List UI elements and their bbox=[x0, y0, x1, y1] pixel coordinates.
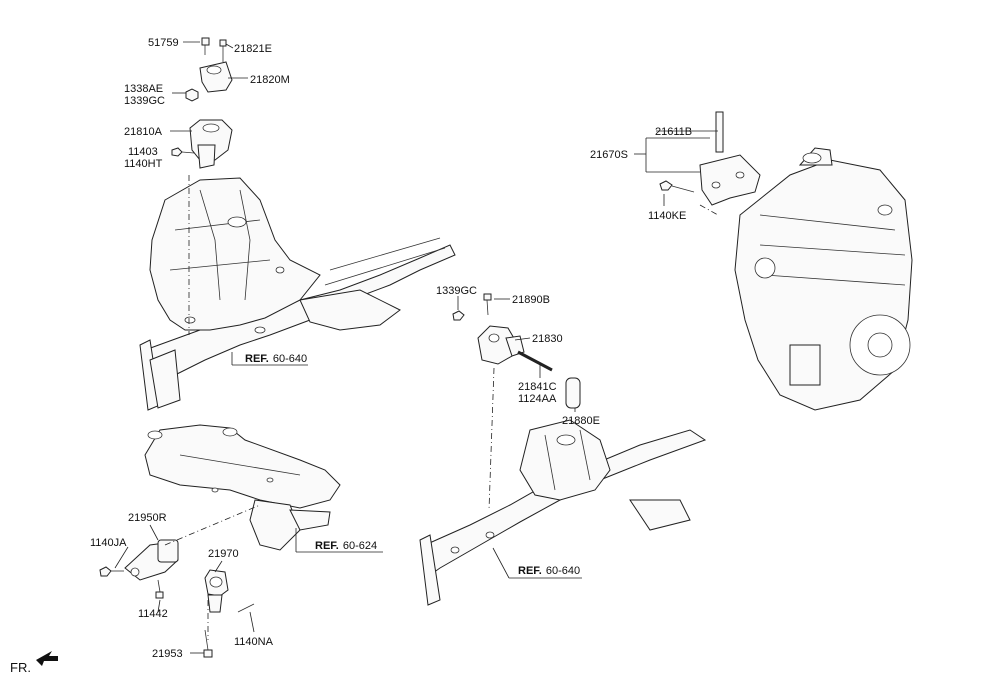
transmission-mount-21830 bbox=[477, 325, 525, 365]
label-21821E: 21821E bbox=[234, 43, 272, 55]
bolt-1140NA bbox=[237, 603, 255, 613]
engine-bracket-21670S bbox=[699, 154, 761, 206]
label-21953: 21953 bbox=[152, 648, 183, 660]
label-21830: 21830 bbox=[532, 333, 563, 345]
engine-assembly bbox=[734, 147, 913, 411]
bolt-21841C bbox=[517, 350, 553, 372]
bolt-1339GC bbox=[452, 310, 465, 321]
ref-prefix: REF. bbox=[315, 540, 339, 552]
label-1140KE: 1140KE bbox=[648, 210, 686, 222]
label-21841C: 21841C bbox=[518, 381, 557, 393]
assembly-centerlines bbox=[164, 175, 719, 640]
stud-21611B bbox=[715, 111, 724, 153]
label-1140NA: 1140NA bbox=[234, 636, 274, 648]
cap-21880E bbox=[565, 377, 581, 409]
bolt-11403 bbox=[171, 147, 195, 157]
label-1339GC-lower: 1339GC bbox=[436, 285, 477, 297]
bolt-51759 bbox=[201, 37, 210, 55]
label-1140JA: 1140JA bbox=[90, 537, 127, 549]
ref-code: 60-624 bbox=[343, 540, 377, 552]
right-front-side-member bbox=[419, 419, 707, 606]
bolt-1140KE bbox=[659, 180, 695, 193]
front-direction-label: FR. bbox=[10, 660, 31, 675]
ref-label-60-624[interactable]: REF. 60-624 bbox=[315, 540, 377, 552]
label-21950R: 21950R bbox=[128, 512, 167, 524]
label-1338AE: 1338AE bbox=[124, 83, 163, 95]
label-21890B: 21890B bbox=[512, 294, 550, 306]
label-21880E: 21880E bbox=[562, 415, 600, 427]
bolt-11442 bbox=[155, 579, 164, 599]
label-21611B: 21611B bbox=[655, 126, 692, 138]
bolt-21821E bbox=[219, 39, 227, 62]
label-21810A: 21810A bbox=[124, 126, 163, 138]
front-direction-arrow-icon bbox=[36, 651, 58, 666]
label-1140HT: 1140HT bbox=[124, 158, 163, 170]
roll-rod-21970 bbox=[204, 569, 229, 613]
label-1339GC-upper: 1339GC bbox=[124, 95, 165, 107]
ref-code: 60-640 bbox=[546, 565, 580, 577]
bolt-21953 bbox=[203, 629, 213, 658]
ref-label-60-640-upper[interactable]: REF. 60-640 bbox=[245, 353, 307, 365]
ref-prefix: REF. bbox=[518, 565, 542, 577]
bolt-21890B bbox=[483, 293, 492, 316]
ref-prefix: REF. bbox=[245, 353, 269, 365]
roll-rod-bracket-21950R bbox=[124, 539, 179, 581]
label-11403: 11403 bbox=[128, 146, 158, 158]
label-11442: 11442 bbox=[138, 608, 168, 620]
bolt-1140JA bbox=[99, 566, 124, 577]
label-21970: 21970 bbox=[208, 548, 239, 560]
engine-mount-bracket-21820M bbox=[199, 61, 233, 93]
label-21820M: 21820M bbox=[250, 74, 290, 86]
engine-mount-insulator-21810A bbox=[189, 119, 233, 169]
left-front-side-member bbox=[139, 177, 456, 411]
label-1124AA: 1124AA bbox=[518, 393, 557, 405]
label-21670S: 21670S bbox=[590, 149, 628, 161]
nut-1338AE bbox=[185, 88, 199, 102]
ref-label-60-640-lower[interactable]: REF. 60-640 bbox=[518, 565, 580, 577]
ref-code: 60-640 bbox=[273, 353, 307, 365]
front-subframe bbox=[144, 424, 341, 551]
leader-lines bbox=[114, 41, 718, 654]
label-51759: 51759 bbox=[148, 37, 179, 49]
